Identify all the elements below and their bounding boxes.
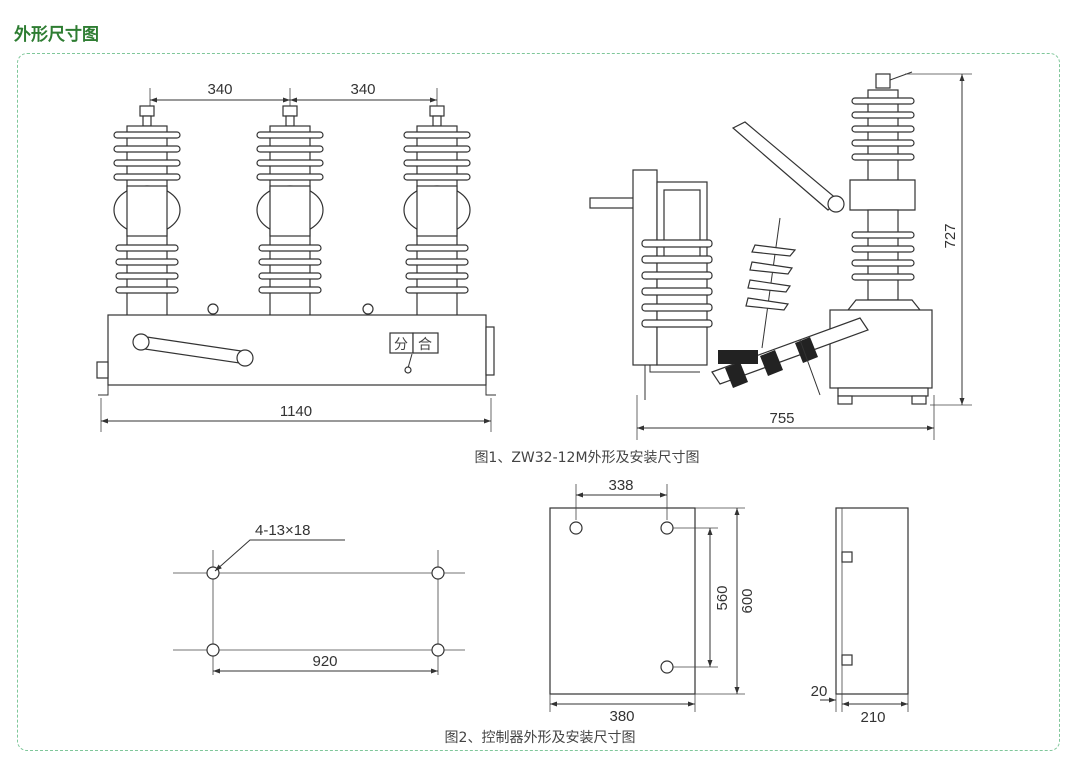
dim-side-height: 727	[942, 223, 959, 248]
overall-width-dimension: 1140	[100, 398, 492, 432]
controller-hole-icon	[660, 660, 674, 674]
dim-ctrl-width: 380	[609, 708, 634, 725]
lifting-eye-icon	[362, 303, 374, 315]
controller-side-view: 20 210	[811, 507, 909, 726]
controller-front-view: 338 560 600 380	[549, 477, 756, 725]
pole-right	[403, 105, 471, 317]
side-depth-dimension: 755	[636, 395, 935, 440]
figure-1-caption: 图1、ZW32-12M外形及安装尺寸图	[474, 450, 699, 466]
controller-hole-icon	[660, 521, 674, 535]
controller-hole-icon	[569, 521, 583, 535]
dim-overall-width: 1140	[280, 403, 312, 420]
controller-side-box	[835, 507, 909, 695]
dim-ctrl-hole-spacing: 338	[608, 477, 633, 494]
pole-middle	[256, 105, 324, 317]
side-height-dimension: 727	[905, 73, 972, 406]
page-title: 外形尺寸图	[14, 25, 99, 45]
pole-left	[113, 105, 181, 317]
dim-ctrl-depth: 210	[860, 709, 885, 726]
pole-spacing-dimension: 340 340	[149, 81, 438, 112]
dim-mount-width: 920	[312, 653, 337, 670]
operating-handle-icon	[132, 333, 254, 367]
drawing-frame	[17, 53, 1060, 751]
front-view: 340 340	[96, 81, 496, 432]
close-label: 合	[418, 337, 432, 353]
open-label: 分	[394, 337, 408, 353]
hinge-icon	[841, 654, 853, 666]
side-view: 727 755	[589, 71, 972, 440]
surge-arrester-icon	[745, 217, 797, 349]
dim-pole-spacing-right: 340	[350, 81, 375, 98]
dim-ctrl-hole-height: 560	[714, 585, 731, 610]
dim-ctrl-height: 600	[739, 588, 756, 613]
close-indicator	[412, 332, 439, 354]
dim-side-depth: 755	[769, 410, 794, 427]
lifting-eye-icon	[207, 303, 219, 315]
figure-2-caption: 图2、控制器外形及安装尺寸图	[445, 730, 636, 746]
mounting-hole-icon	[206, 643, 220, 657]
hole-note: 4-13×18	[255, 522, 310, 539]
dim-ctrl-side-offset: 20	[811, 683, 828, 700]
mounting-hole-icon	[431, 643, 445, 657]
dim-pole-spacing-left: 340	[207, 81, 232, 98]
mounting-hole-layout: 4-13×18 920	[173, 522, 465, 675]
mounting-hole-icon	[431, 566, 445, 580]
hinge-icon	[841, 551, 853, 563]
